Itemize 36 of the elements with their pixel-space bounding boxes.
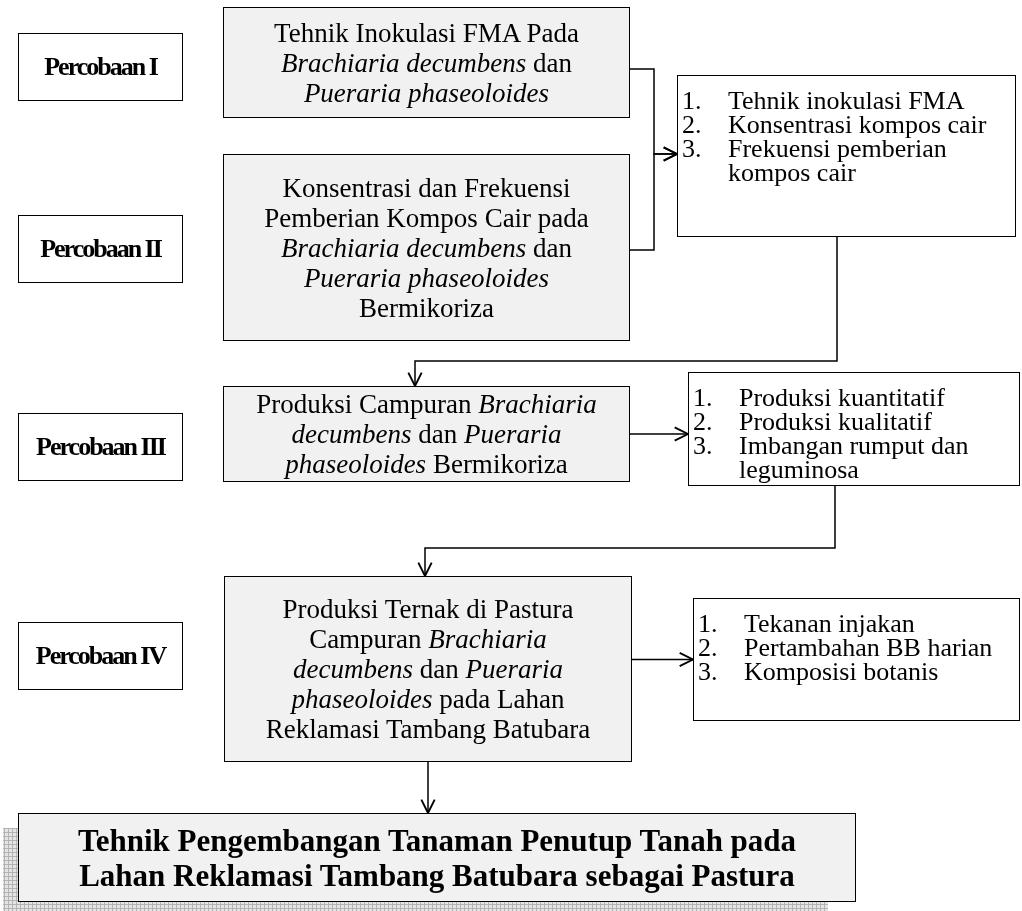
list-item: 2. Pertambahan BB harian: [698, 636, 994, 660]
list-item: 2. Konsentrasi kompos cair: [682, 113, 988, 137]
arrow: [417, 485, 836, 577]
arrow: [631, 651, 694, 668]
list-item: 3. Frekuensi pemberian kompos cair: [682, 137, 948, 185]
stage-label-box: [18, 413, 183, 481]
list-item: 1. Tehnik inokulasi FMA: [682, 89, 966, 113]
process-text: Tehnik Inokulasi FMA Pada Brachiaria decumbens dan Pueraria phaseoloides: [273, 17, 580, 108]
stage-label: Percobaan I: [44, 52, 157, 82]
arrow: [420, 761, 436, 814]
process-text: Produksi Campuran Brachiaria decumbens dan Pueraria phaseoloides Bermikoriza: [255, 389, 598, 479]
result-text: Tehnik Pengembangan Tanaman Penutup Tanah pada Lahan Reklamasi Tambang Batubara sebagai Pastura: [76, 822, 798, 893]
stage-label-box: [18, 33, 183, 101]
list-item: 3. Komposisi botanis: [698, 660, 940, 684]
arrow: [407, 236, 838, 387]
process-text: Produksi Ternak di Pastura Campuran Brachiaria decumbens dan Pueraria phaseoloides pada Lahan Reklamasi Tambang Batubara: [264, 594, 592, 744]
list-box: [693, 598, 1020, 721]
list-box: [677, 75, 1016, 237]
stage-label: Percobaan IV: [35, 641, 166, 671]
stage-label-box: [18, 215, 183, 283]
list-item: 1. Produksi kuantitatif: [693, 386, 946, 410]
process-box: [224, 576, 632, 762]
process-box: [223, 386, 630, 482]
process-box: [223, 7, 630, 118]
list-box: [688, 372, 1020, 486]
stage-label-box: [18, 622, 183, 690]
arrow: [629, 146, 678, 251]
list-item: 2. Produksi kualitatif: [693, 410, 933, 434]
arrow: [629, 426, 689, 442]
result-box: [18, 813, 856, 902]
list-item: 3. Imbangan rumput dan leguminosa: [693, 434, 970, 482]
stage-label: Percobaan III: [36, 432, 165, 462]
process-text: Konsentrasi dan Frekuensi Pemberian Kompos Cair pada Brachiaria decumbens dan Pueraria phaseoloides Bermikoriza: [263, 172, 590, 323]
list-item: 1. Tekanan injakan: [698, 612, 916, 636]
process-box: [223, 154, 630, 341]
stage-label: Percobaan II: [40, 234, 161, 264]
